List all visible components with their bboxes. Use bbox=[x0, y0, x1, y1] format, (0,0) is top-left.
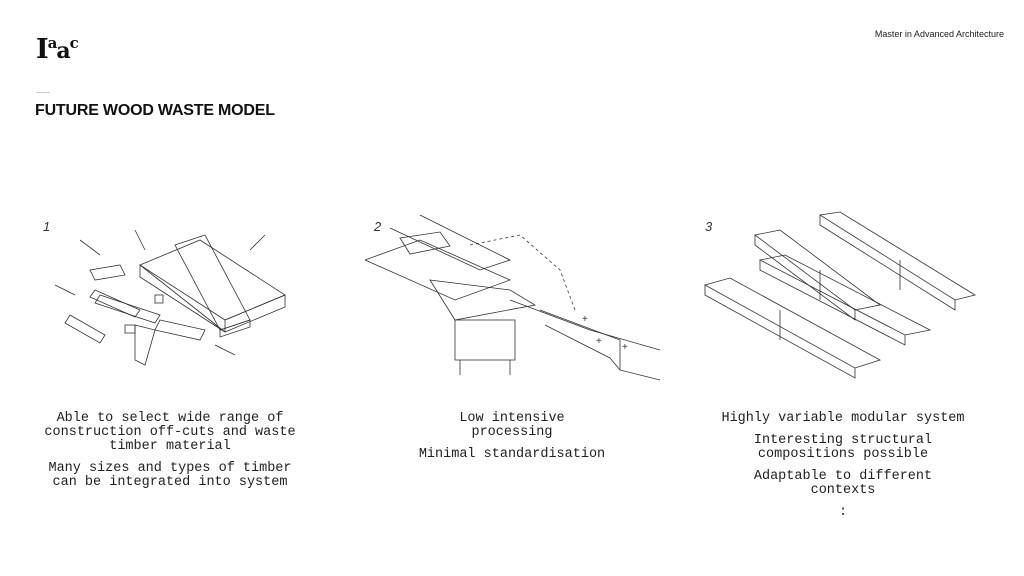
step-number: 3 bbox=[705, 219, 713, 234]
step-number: 1 bbox=[43, 219, 51, 234]
program-label: Master in Advanced Architecture bbox=[874, 29, 1004, 39]
step-3-description: Highly variable modular system Interesti… bbox=[713, 412, 973, 528]
step-2-description: Low intensive processing Minimal standar… bbox=[382, 412, 642, 470]
step-text: Highly variable modular system bbox=[721, 411, 965, 426]
step-text: Interesting structural compositions poss… bbox=[753, 433, 933, 462]
table-saw-illustration: + + + bbox=[364, 214, 661, 381]
step-text: Low intensive processing bbox=[459, 411, 565, 440]
svg-text:+: + bbox=[596, 336, 602, 347]
step-text: Many sizes and types of timber can be in… bbox=[48, 461, 292, 490]
step-1-description: Able to select wide range of constructio… bbox=[40, 412, 300, 498]
step-text: : bbox=[838, 505, 848, 520]
step-text: Adaptable to different contexts bbox=[753, 469, 933, 498]
iaac-logo: Iaac bbox=[36, 34, 79, 65]
svg-text:+: + bbox=[622, 342, 628, 353]
divider bbox=[36, 92, 50, 93]
timber-offcuts-illustration bbox=[54, 229, 286, 366]
modular-system-illustration bbox=[703, 211, 977, 379]
step-number: 2 bbox=[374, 219, 382, 234]
page-title: FUTURE WOOD WASTE MODEL bbox=[35, 102, 275, 119]
step-text: Able to select wide range of constructio… bbox=[44, 411, 296, 454]
step-text: Minimal standardisation bbox=[418, 447, 606, 462]
svg-text:+: + bbox=[582, 314, 588, 325]
